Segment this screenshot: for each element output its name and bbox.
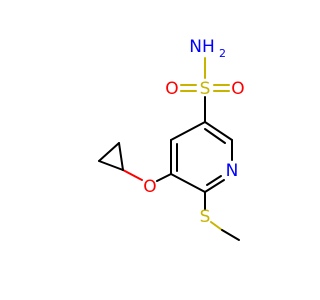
ring-n-label: N [226, 161, 239, 181]
sulfonyl-o-left-label: O [165, 79, 178, 99]
cyclopropyl-bond-3 [118, 142, 124, 171]
ring-bond-c2-c3-inner [204, 128, 226, 144]
molecule-structure: S O O NH 2 N O S [98, 37, 245, 241]
amide-nh-label: NH [189, 37, 215, 57]
ring-bond-c6-n [204, 179, 225, 193]
amide-h-subscript: 2 [219, 47, 226, 60]
sulfonyl-o-right-label: O [231, 79, 244, 99]
thio-s-label: S [200, 207, 211, 227]
cyclopropyl-bond-2 [98, 142, 120, 162]
structure-canvas: S O O NH 2 N O S [98, 37, 245, 241]
bond-c5-o [156, 173, 172, 182]
sulfonyl-s-label: S [200, 79, 211, 99]
ring-bond-c2-c3 [204, 121, 233, 141]
ether-o-label: O [143, 177, 156, 197]
cyclopropyl-bond-1 [98, 160, 124, 171]
ring-bond-c5-c6 [170, 173, 206, 193]
bond-o-cyclopropyl [122, 169, 143, 181]
ring-bond-c6-n-inner [206, 175, 222, 186]
ring-bond-c3-c4 [170, 121, 206, 141]
bond-s-methyl-b [221, 229, 240, 241]
bond-s-methyl-a [210, 221, 223, 231]
